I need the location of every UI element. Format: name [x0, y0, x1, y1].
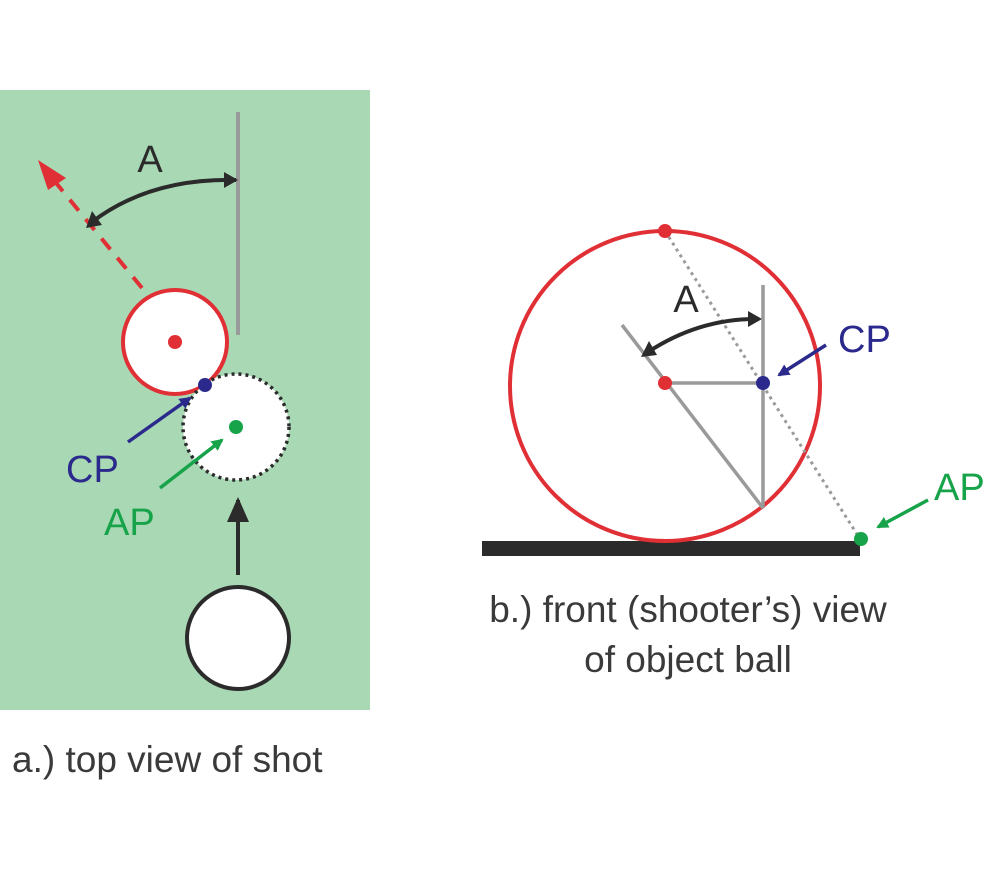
ap-pointer-front	[876, 498, 929, 529]
top-point-dot	[658, 224, 672, 238]
caption-b-line1: b.) front (shooter’s) view	[489, 589, 887, 630]
panel-b-front-view: A CP AP b.) front (shooter’s) view of ob…	[482, 224, 985, 680]
angle-label-front: A	[673, 279, 699, 321]
angle-arc	[90, 177, 237, 224]
object-ball-path-arrowhead	[38, 160, 66, 190]
object-ball-center-front	[658, 376, 672, 390]
contact-point-dot-front	[756, 376, 770, 390]
angle-arc-head-right	[224, 172, 238, 188]
angle-arc-head-left	[86, 211, 102, 228]
panel-a-top-view: A CP AP a.) top view of shot	[0, 90, 370, 780]
object-ball-center	[168, 335, 182, 349]
angle-label: A	[137, 139, 163, 181]
table-surface-bar	[482, 541, 860, 556]
aim-point-dot	[229, 420, 243, 434]
caption-a: a.) top view of shot	[12, 739, 323, 780]
cp-pointer-front	[777, 343, 827, 377]
ap-label-front: AP	[934, 467, 985, 509]
aim-point-dot-front	[854, 532, 868, 546]
angle-arc-front-head-left	[641, 341, 657, 357]
ap-label: AP	[104, 502, 155, 544]
angle-arc-front	[646, 316, 760, 354]
cp-label-front: CP	[838, 319, 891, 361]
cue-ball-direction-arrowhead	[227, 497, 249, 522]
cp-label: CP	[66, 449, 119, 491]
angle-arc-front-head-right	[748, 311, 762, 327]
cp-pointer	[126, 396, 192, 444]
caption-b-line2: of object ball	[584, 639, 792, 680]
cue-ball	[185, 585, 291, 691]
ap-pointer	[158, 438, 224, 490]
contact-point-dot	[198, 378, 212, 392]
